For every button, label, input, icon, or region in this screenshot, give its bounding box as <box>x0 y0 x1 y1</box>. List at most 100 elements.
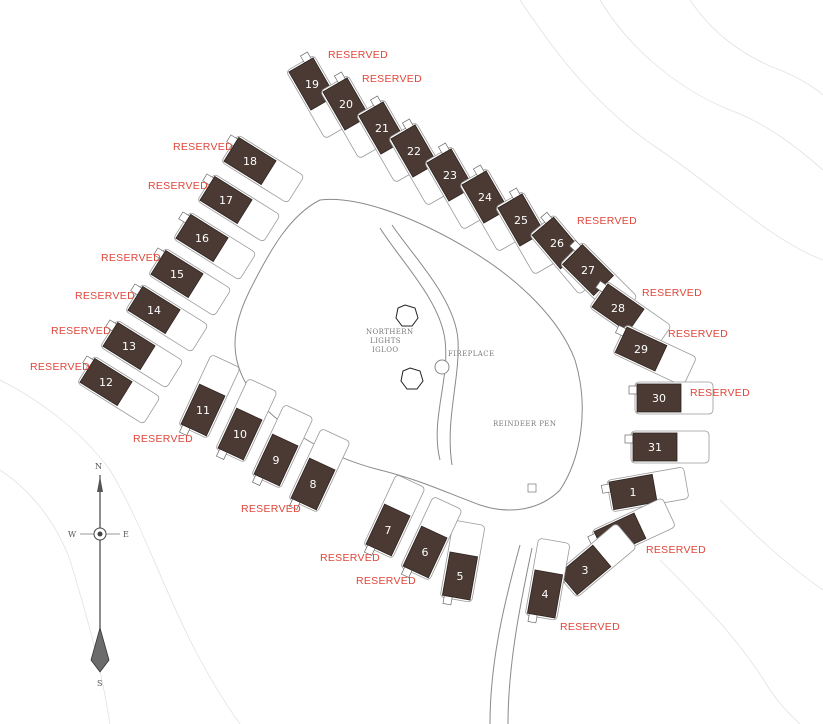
cabin-7[interactable]: 7 <box>361 474 426 564</box>
cabin-number: 6 <box>422 546 429 559</box>
cabin-building[interactable] <box>365 503 411 557</box>
compass-n: N <box>95 462 102 471</box>
cabin-number: 9 <box>273 454 280 467</box>
cabin-building[interactable] <box>180 383 226 437</box>
cabin-building[interactable] <box>608 473 658 511</box>
reindeer-pen-label: REINDEER PEN <box>493 420 556 428</box>
cabin-number: 19 <box>305 78 319 91</box>
cabin-6[interactable]: 6 <box>398 496 463 586</box>
cabin-13[interactable]: 13 <box>95 317 183 389</box>
cabin-building[interactable] <box>253 433 299 487</box>
reserved-label-30: RESERVED <box>690 387 750 399</box>
reserved-label-8: RESERVED <box>241 503 301 515</box>
cabin-number: 22 <box>407 145 421 158</box>
cabin-number: 26 <box>550 237 564 250</box>
cabin-building[interactable] <box>217 407 263 461</box>
cabin-building[interactable] <box>402 525 448 579</box>
cabin-number: 3 <box>582 564 589 577</box>
cabin-11[interactable]: 11 <box>176 354 241 444</box>
cabin-deck <box>624 434 634 444</box>
cabin-building[interactable] <box>558 544 612 596</box>
cabin-building[interactable] <box>632 432 678 462</box>
cabin-building[interactable] <box>441 551 479 601</box>
cabin-building[interactable] <box>199 175 253 225</box>
cabin-building[interactable] <box>526 569 564 619</box>
cabin-16[interactable]: 16 <box>168 209 256 281</box>
cabin-deck <box>628 385 638 395</box>
compass-rose: N S E W <box>68 462 129 688</box>
cabin-14[interactable]: 14 <box>120 281 208 353</box>
landmarks: NORTHERN LIGHTS IGLOO FIREPLACE REINDEER… <box>366 304 556 493</box>
cabin-number: 28 <box>611 302 625 315</box>
reserved-label-29: RESERVED <box>668 328 728 340</box>
cabin-building[interactable] <box>79 357 133 407</box>
reserved-label-7: RESERVED <box>320 552 380 564</box>
cabin-10[interactable]: 10 <box>213 378 278 468</box>
cabin-1[interactable]: 1 <box>600 467 689 513</box>
cabin-number: 25 <box>514 214 528 227</box>
cabin-number: 11 <box>196 404 210 417</box>
fireplace-icon <box>434 359 450 375</box>
cabin-12[interactable]: 12 <box>72 353 160 425</box>
fireplace-label: FIREPLACE <box>448 350 494 358</box>
cabin-number: 24 <box>478 191 492 204</box>
cabin-building[interactable] <box>102 321 156 371</box>
cabins-layer: 12RESERVED34RESERVED56RESERVED7RESERVED8… <box>30 49 750 633</box>
cabin-number: 31 <box>648 441 662 454</box>
reserved-label-26: RESERVED <box>577 215 637 227</box>
cabin-5[interactable]: 5 <box>439 520 485 608</box>
cabin-number: 18 <box>243 155 257 168</box>
igloo-label-3: IGLOO <box>372 346 398 354</box>
cabin-number: 17 <box>219 194 233 207</box>
reserved-label-13: RESERVED <box>51 325 111 337</box>
reserved-label-11: RESERVED <box>133 433 193 445</box>
cabin-building[interactable] <box>150 249 204 299</box>
reserved-label-12: RESERVED <box>30 361 90 373</box>
cabin-number: 12 <box>99 376 113 389</box>
igloo-south-icon <box>400 367 424 390</box>
cabin-31[interactable]: 31 <box>624 430 710 464</box>
cabin-4[interactable]: 4 <box>524 538 570 626</box>
reserved-label-2: RESERVED <box>646 544 706 556</box>
cabin-9[interactable]: 9 <box>249 404 314 494</box>
cabin-17[interactable]: 17 <box>192 171 280 243</box>
cabin-8[interactable]: 8 <box>286 428 351 518</box>
cabin-number: 13 <box>122 340 136 353</box>
compass-e: E <box>123 530 129 539</box>
reserved-label-14: RESERVED <box>75 290 135 302</box>
cabin-building[interactable] <box>127 285 181 335</box>
cabin-number: 16 <box>195 232 209 245</box>
cabin-building[interactable] <box>591 283 645 333</box>
cabin-number: 23 <box>443 169 457 182</box>
reserved-label-28: RESERVED <box>642 287 702 299</box>
cabin-number: 14 <box>147 304 161 317</box>
igloo-label-1: NORTHERN <box>366 328 414 336</box>
cabin-28[interactable]: 28 <box>584 278 671 352</box>
compass-w: W <box>68 530 77 539</box>
cabin-building[interactable] <box>175 213 229 263</box>
igloo-north-icon <box>395 304 419 327</box>
compass-s: S <box>97 679 102 688</box>
reserved-label-17: RESERVED <box>148 180 208 192</box>
cabin-number: 21 <box>375 122 389 135</box>
cabin-number: 15 <box>170 268 184 281</box>
reserved-label-4: RESERVED <box>560 621 620 633</box>
cabin-building[interactable] <box>223 136 277 186</box>
compass-north-arrow-icon <box>97 476 103 492</box>
cabin-18[interactable]: 18 <box>216 132 304 204</box>
cabin-30[interactable]: 30 <box>628 381 714 415</box>
cabin-number: 20 <box>339 98 353 111</box>
reserved-label-19: RESERVED <box>328 49 388 61</box>
cabin-29[interactable]: 29 <box>607 322 697 387</box>
reserved-label-6: RESERVED <box>356 575 416 587</box>
reserved-label-15: RESERVED <box>101 252 161 264</box>
cabin-building[interactable] <box>290 457 336 511</box>
cabin-number: 5 <box>457 570 464 583</box>
cabin-building[interactable] <box>636 383 682 413</box>
cabin-15[interactable]: 15 <box>143 245 231 317</box>
cabin-building[interactable] <box>614 326 668 372</box>
cabin-number: 30 <box>652 392 666 405</box>
